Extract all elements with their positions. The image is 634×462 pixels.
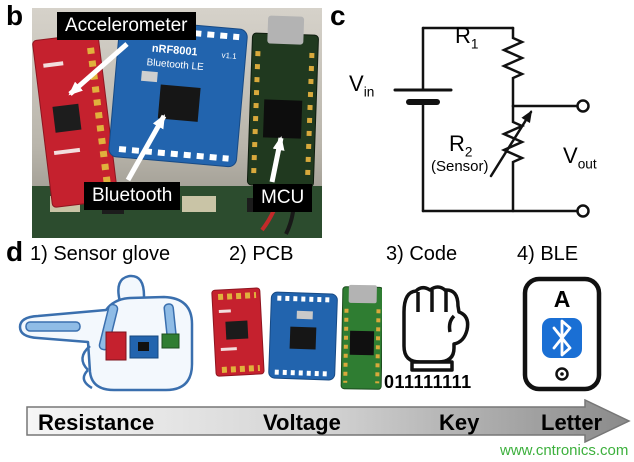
variable-resistor-arrow	[489, 110, 533, 178]
sensor-note: (Sensor)	[431, 158, 489, 175]
panel-b-label: b	[6, 0, 24, 31]
bluetooth-callout: Bluetooth	[84, 182, 181, 210]
blue-bluetooth-board: nRF8001 Bluetooth LE v1.1	[108, 18, 248, 168]
mcu-arrow	[269, 136, 285, 183]
vout-label: Vout	[563, 143, 597, 172]
pcb-illustration	[206, 283, 382, 393]
fist-outline	[402, 285, 470, 364]
pcb-red-board	[211, 287, 265, 377]
vout-terminal-top	[576, 99, 590, 113]
voltage-divider-circuit: Vin R1 R2 (Sensor) Vout	[335, 10, 631, 238]
vin-symbol: V	[349, 71, 364, 96]
phone-letter: A	[553, 286, 571, 312]
vout-terminal-bottom	[576, 204, 590, 218]
bluetooth-icon	[552, 319, 572, 357]
flow-label-letter: Letter	[541, 410, 603, 435]
phone-illustration: A	[521, 276, 603, 392]
pcb-blue-board	[268, 291, 338, 381]
vout-subscript: out	[577, 156, 597, 172]
green-mcu-board	[246, 15, 319, 188]
flow-label-voltage: Voltage	[263, 410, 341, 435]
vin-subscript: in	[363, 84, 375, 100]
r2-label: R2	[449, 131, 473, 160]
r1-subscript: 1	[470, 36, 479, 52]
sensor-glove-illustration	[8, 272, 204, 398]
flow-arrow-shape	[26, 399, 631, 443]
battery-symbol	[393, 88, 453, 105]
watermark: www.cntronics.com	[500, 442, 629, 459]
vout-symbol: V	[563, 143, 578, 168]
circuit-drawing	[393, 26, 590, 218]
mcu-callout: MCU	[253, 184, 313, 212]
binary-value: 011111111	[384, 372, 472, 392]
panel-d-label: d	[6, 236, 24, 267]
r2-subscript: 2	[464, 144, 473, 160]
board-text-line1: nRF8001	[151, 43, 198, 59]
accelerometer-callout: Accelerometer	[57, 12, 196, 40]
r1-symbol: R	[455, 23, 471, 48]
step-4-title: 4) BLE	[517, 243, 579, 265]
glove-boards	[105, 331, 180, 361]
red-accelerometer-board	[32, 32, 119, 208]
step-2-title: 2) PCB	[229, 243, 294, 265]
resistor-r2	[500, 104, 526, 213]
accelerometer-arrow	[68, 42, 129, 96]
flow-label-resistance: Resistance	[38, 410, 155, 435]
home-button-icon	[555, 367, 569, 381]
board-text-line2: Bluetooth LE	[146, 57, 204, 73]
r1-label: R1	[455, 23, 479, 52]
flow-arrow	[25, 399, 631, 443]
flow-label-key: Key	[439, 410, 480, 435]
step-3-title: 3) Code	[386, 243, 458, 265]
step-1-title: 1) Sensor glove	[30, 243, 171, 265]
r2-symbol: R	[449, 131, 465, 156]
bluetooth-arrow	[125, 114, 167, 182]
fist-illustration	[392, 282, 472, 372]
vin-label: Vin	[349, 71, 375, 100]
pcb-green-board	[340, 284, 382, 390]
panel-c-label: c	[330, 0, 346, 31]
board-text-version: v1.1	[221, 51, 237, 61]
hardware-photo: nRF8001 Bluetooth LE v1.1	[32, 8, 322, 238]
resistor-r1	[500, 26, 526, 108]
callout-arrows	[68, 42, 285, 183]
